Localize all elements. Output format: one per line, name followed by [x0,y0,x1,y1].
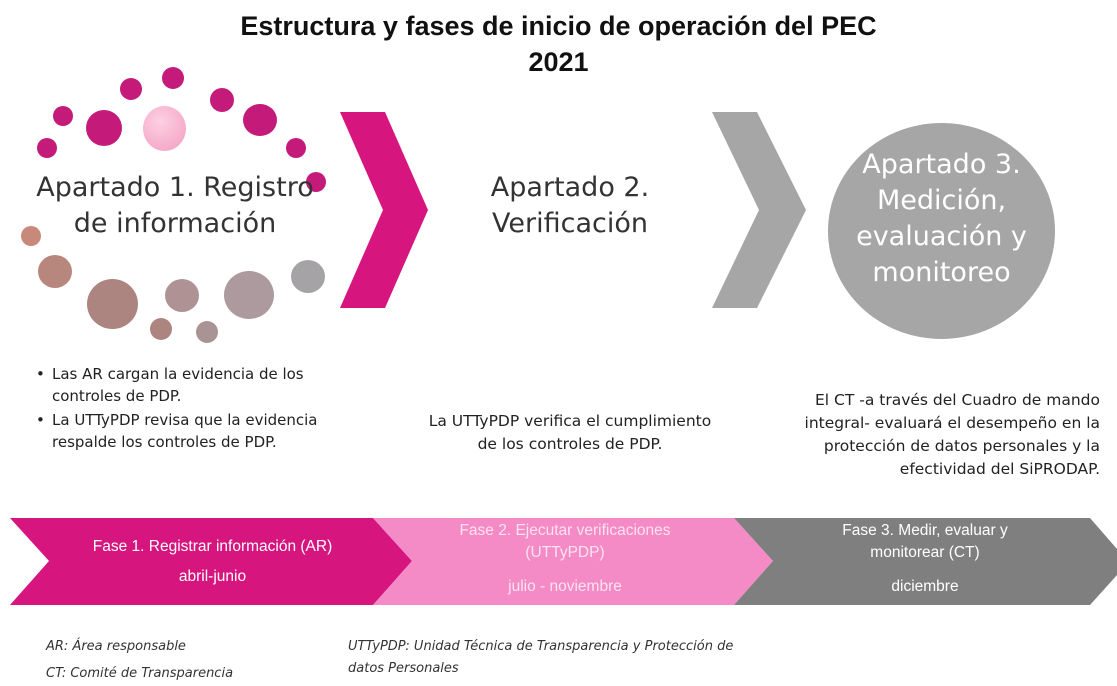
bullet-item: Las AR cargan la evidencia de los contro… [30,363,320,407]
phase-2-period: julio - noviembre [508,578,622,595]
apartado-2-heading-line-2: Verificación [492,208,648,239]
dot [224,271,274,319]
apartado-2-description: La UTTyPDP verifica el cumplimiento de l… [428,412,712,453]
phase-3-period: diciembre [891,578,959,595]
diagram-title: Estructura y fases de inicio de operació… [0,8,1117,80]
apartado-3-heading-line-3: evaluación y [856,221,1027,252]
dot [243,104,277,136]
apartado-3-heading-line-1: Apartado 3. [862,149,1021,180]
apartado-1-heading: Apartado 1. Registro de información [30,170,320,242]
apartado-3-description: El CT -a través del Cuadro de mando inte… [804,391,1100,478]
bullet-item: La UTTyPDP revisa que la evidencia respa… [30,409,320,453]
dot [120,78,142,100]
dot [150,318,172,340]
phase-3-label-line-2: monitorear (CT) [870,544,980,561]
dot [196,321,218,343]
phase-2-label-block: Fase 2. Ejecutar verificaciones (UTTyPDP… [395,520,735,607]
apartado-2-heading-line-1: Apartado 2. [490,172,650,203]
phase-3-label-block: Fase 3. Medir, evaluar y monitorear (CT)… [760,520,1090,607]
phase-1-period: abril-junio [178,567,247,585]
phase-1-label-block: Fase 1. Registrar información (AR) abril… [40,518,385,605]
dot [21,226,41,246]
title-line-2: 2021 [528,47,589,77]
phase-2-label-line-2: (UTTyPDP) [525,544,605,561]
dot [286,138,306,158]
dot [87,279,138,329]
apartado-2-heading: Apartado 2. Verificación [455,170,685,242]
magenta-chevron [340,112,428,308]
phase-3-label-line-1: Fase 3. Medir, evaluar y [842,522,1008,539]
apartado-1-bullets: Las AR cargan la evidencia de los contro… [30,363,320,455]
phase-1-band [10,518,412,605]
dot [306,172,326,192]
legend-uttypdp: UTTyPDP: Unidad Técnica de Transparencia… [348,639,734,676]
apartado-1-heading-line-1: Apartado 1. Registro [36,172,314,203]
phase-3-band [734,518,1117,605]
dot [291,260,325,293]
dot [165,279,199,312]
dot [162,67,184,89]
phase-1-label: Fase 1. Registrar información (AR) [92,537,333,555]
apartado-3-heading-line-4: monitoreo [872,257,1011,288]
dot [53,106,73,126]
legend-ct: CT: Comité de Transparencia [46,666,234,681]
apartado-3-circle [828,123,1055,339]
phase-2-label-line-1: Fase 2. Ejecutar verificaciones [459,522,671,539]
title-line-1: Estructura y fases de inicio de operació… [240,11,877,41]
legend-ar: AR: Área responsable [46,639,186,654]
apartado-1-heading-line-2: de información [73,208,277,239]
apartado-3-heading-line-2: Medición, [876,185,1007,216]
dot [210,88,234,112]
gray-chevron [712,112,806,308]
dot [143,106,186,151]
apartado-3-heading: Apartado 3. Medición, evaluación y monit… [828,147,1055,291]
dot [86,110,122,146]
phase-2-band [373,518,773,605]
dot [38,255,72,288]
dot [37,138,57,158]
